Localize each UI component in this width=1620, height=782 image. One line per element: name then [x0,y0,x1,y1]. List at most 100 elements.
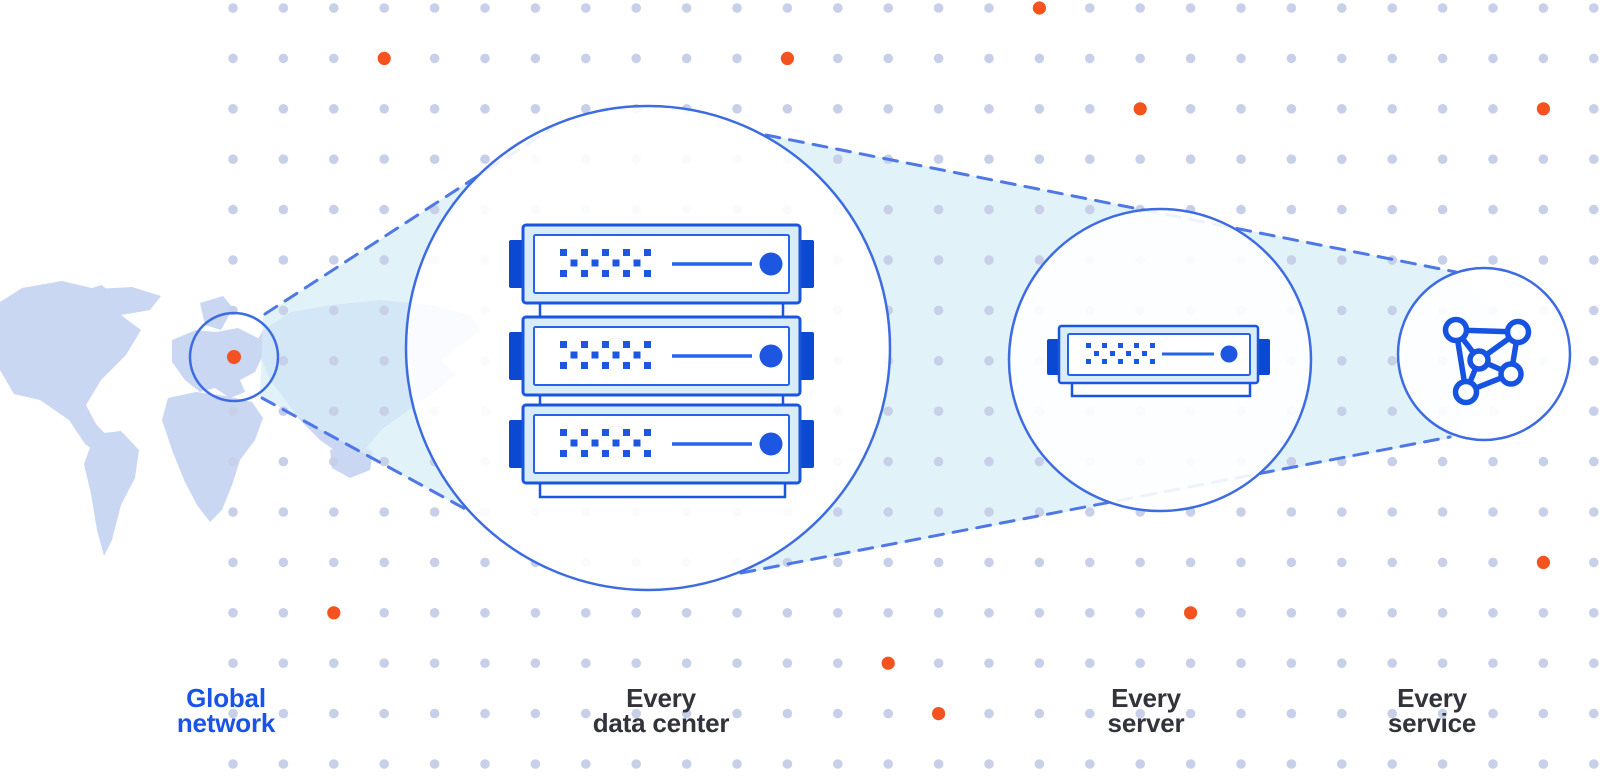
mesh-node [1442,316,1470,344]
label-every-server: Every server [1108,685,1185,736]
grid-dot [530,53,541,64]
grid-dot [631,759,641,769]
grid-dot [480,759,490,769]
grid-dot [379,204,390,215]
grid-dot [984,53,994,64]
led-pixel [560,362,567,369]
grid-dot [1286,708,1297,719]
mesh-network-icon [1442,316,1532,406]
grid-dot [1085,557,1095,568]
grid-dot [933,759,944,769]
led-pixel [581,341,588,348]
grid-dot [1437,53,1448,64]
grid-dot [833,708,843,719]
grid-dot [1085,154,1095,164]
grid-dot [1488,507,1498,517]
grid-dot [1538,3,1549,13]
led-pixel [644,270,651,277]
grid-dot [984,104,994,114]
grid-dot [1437,255,1448,265]
power-led [759,344,783,368]
grid-dot [1488,608,1498,618]
grid-dot [984,759,994,769]
grid-dot [1236,154,1246,164]
grid-dot [1034,608,1045,618]
grid-dot [833,608,843,618]
grid-dot [480,658,490,668]
led-pixel [612,351,620,359]
grid-dot [1236,658,1246,668]
grid-dot [1085,759,1095,769]
grid-dot [984,708,994,719]
led-pixel [602,341,609,348]
led-pixel [644,341,651,348]
grid-dot [1387,104,1397,114]
grid-dot [1387,658,1397,668]
grid-dot [1085,3,1095,13]
accent-dot [1536,102,1550,116]
led-pixel [581,249,588,256]
grid-dot [278,608,289,618]
grid-dot [1538,204,1549,215]
grid-dot [984,356,994,366]
grid-dot [1387,608,1397,618]
grid-dot [581,608,591,618]
grid-dot [1135,708,1145,719]
grid-dot [984,456,994,467]
led-pixel [612,439,620,447]
grid-dot [1286,154,1297,164]
led-matrix [560,249,651,277]
accent-dot [1536,555,1550,570]
grid-dot [1538,255,1549,265]
led-pixel [1118,343,1123,348]
led-pixel [560,270,567,277]
global-network-highlight [188,311,280,403]
grid-dot [228,608,238,618]
grid-dot [379,759,390,769]
grid-dot [329,507,339,517]
grid-dot [480,608,490,618]
accent-dot [1133,102,1147,116]
grid-dot [278,356,289,366]
grid-dot [984,154,994,164]
grid-dot [228,557,238,568]
grid-dot [379,255,390,265]
grid-dot [329,406,339,417]
grid-dot [1538,154,1549,164]
grid-dot [329,3,339,13]
led-pixel [581,362,588,369]
grid-dot [883,456,893,467]
grid-dot [1337,154,1347,164]
led-pixel [1150,343,1155,348]
grid-dot [581,104,591,114]
grid-dot [1538,708,1549,719]
grid-dot [1387,557,1397,568]
grid-dot [1437,456,1448,467]
grid-dot [1085,608,1095,618]
grid-dot [1337,3,1347,13]
grid-dot [1387,456,1397,467]
grid-dot [1236,3,1246,13]
grid-dot [1589,406,1599,417]
grid-dot [1286,3,1297,13]
grid-dot [1589,658,1599,668]
grid-dot [933,104,944,114]
grid-dot [782,104,793,114]
accent-dot [780,51,795,65]
label-line: service [1387,708,1477,738]
led-pixel [591,351,599,359]
led-pixel [602,249,609,256]
grid-dot [379,507,390,517]
led-matrix [560,429,651,457]
grid-dot [631,708,641,719]
led-pixel [633,439,641,447]
led-pixel [570,259,578,267]
led-pixel [1094,351,1099,356]
grid-dot [379,406,390,417]
grid-dot [1538,456,1549,467]
grid-dot [1589,204,1599,215]
grid-dot [379,557,390,568]
led-pixel [1142,351,1147,356]
grid-dot [1589,356,1599,366]
grid-dot [1286,658,1297,668]
